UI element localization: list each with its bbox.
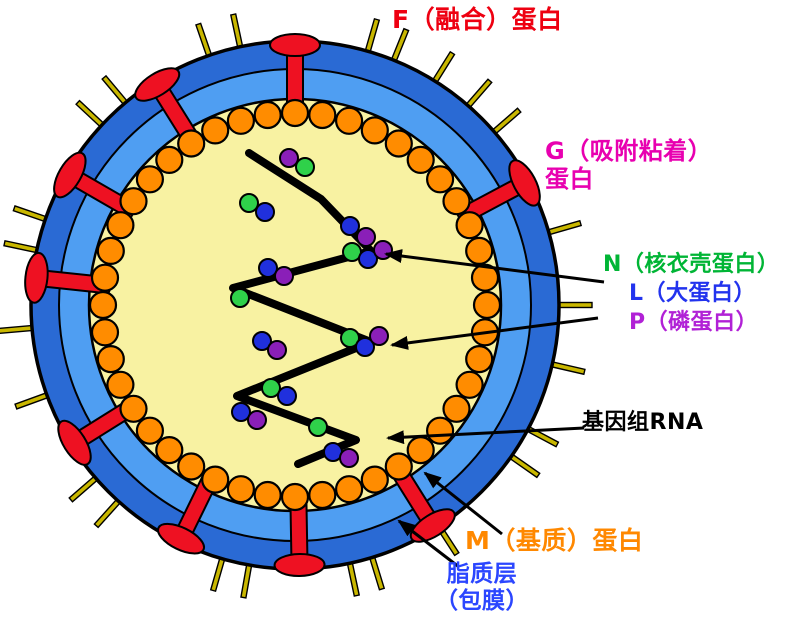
p-protein-bead [339, 448, 359, 468]
label-genomic-rna: 基因组RNA [582, 410, 704, 435]
matrix-bead [455, 370, 484, 399]
matrix-bead [135, 416, 164, 445]
label-n-nucleocapsid-protein: N（核衣壳蛋白） [603, 252, 780, 277]
n-protein-bead [308, 417, 328, 437]
matrix-bead [308, 480, 337, 510]
matrix-bead [106, 370, 135, 399]
matrix-bead [426, 416, 455, 445]
matrix-bead [280, 482, 310, 512]
matrix-bead [106, 211, 135, 240]
f-protein-cap [269, 33, 321, 57]
genomic-rna-strand [229, 149, 375, 468]
matrix-bead [465, 236, 494, 265]
matrix-bead [201, 465, 230, 494]
matrix-bead [88, 290, 118, 320]
matrix-bead [226, 106, 255, 135]
matrix-bead [253, 100, 282, 130]
f-protein-cap [157, 522, 206, 555]
matrix-bead [155, 436, 184, 465]
label-l-large-protein: L（大蛋白） [629, 281, 757, 306]
f-protein-cap [409, 508, 456, 543]
matrix-bead [406, 436, 435, 465]
label-lipid-envelope: 脂质层 （包膜） [435, 561, 529, 615]
nucleocapsid-protein-beads [230, 148, 393, 468]
p-protein-bead [267, 340, 287, 360]
n-protein-bead [261, 378, 281, 398]
arrow-to-nucleocapsid-upper [384, 249, 605, 284]
f-protein-cap [24, 251, 49, 304]
l-protein-bead [231, 402, 251, 422]
label-g-attachment-protein: G（吸附粘着） 蛋白 [545, 137, 713, 194]
matrix-bead [280, 98, 310, 128]
matrix-bead [442, 394, 471, 423]
matrix-bead [90, 318, 120, 347]
p-protein-bead [373, 240, 393, 260]
arrow-to-matrix-layer [423, 471, 503, 536]
matrix-bead [426, 165, 455, 194]
matrix-bead [155, 145, 184, 174]
matrix-bead [96, 345, 125, 374]
matrix-bead [135, 165, 164, 194]
matrix-bead [177, 452, 206, 481]
matrix-bead [472, 290, 502, 320]
l-protein-bead [358, 249, 378, 269]
matrix-bead [455, 211, 484, 240]
l-protein-bead [255, 202, 275, 222]
n-protein-bead [295, 157, 315, 177]
l-protein-bead [252, 331, 272, 351]
arrow-to-lipid-envelope [397, 519, 460, 569]
matrix-bead [384, 129, 413, 158]
matrix-bead [442, 187, 471, 216]
f-protein-cap [134, 67, 181, 102]
annotation-arrows [384, 249, 605, 569]
matrix-protein-ring [88, 98, 502, 512]
label-m-matrix-protein: M（基质）蛋白 [465, 526, 644, 555]
matrix-bead [90, 263, 120, 292]
matrix-bead [226, 475, 255, 504]
f-protein [53, 151, 138, 219]
l-protein-bead [277, 386, 297, 406]
l-protein-bead [258, 258, 278, 278]
arrow-to-genomic-rna [386, 426, 585, 445]
n-protein-bead [230, 288, 250, 308]
n-protein-bead [239, 193, 259, 213]
f-protein-cap [57, 419, 92, 466]
f-protein-cap [508, 159, 541, 207]
matrix-bead [119, 394, 148, 423]
matrix-bead [470, 263, 500, 292]
matrix-bead [201, 116, 230, 145]
matrix-bead [177, 129, 206, 158]
matrix-bead [465, 345, 494, 374]
p-protein-bead [274, 266, 294, 286]
f-protein-cap [273, 552, 326, 577]
p-protein-bead [279, 148, 299, 168]
matrix-bead [384, 452, 413, 481]
matrix-bead [335, 475, 364, 504]
label-p-phosphoprotein: P（磷蛋白） [629, 310, 759, 335]
label-f-fusion-protein: F（融合）蛋白 [392, 5, 563, 34]
matrix-bead [96, 236, 125, 265]
l-protein-bead [340, 216, 360, 236]
matrix-bead [119, 187, 148, 216]
matrix-bead [335, 106, 364, 135]
matrix-bead [360, 116, 389, 145]
f-protein-cap [53, 151, 87, 199]
matrix-bead [253, 480, 282, 510]
p-protein-bead [247, 410, 267, 430]
n-protein-bead [340, 328, 360, 348]
arrow-to-nucleocapsid-lower [390, 316, 599, 350]
l-protein-bead [355, 337, 375, 357]
matrix-bead [308, 100, 337, 130]
matrix-bead [406, 145, 435, 174]
matrix-bead [360, 465, 389, 494]
p-protein-bead [369, 326, 389, 346]
p-protein-bead [356, 227, 376, 247]
